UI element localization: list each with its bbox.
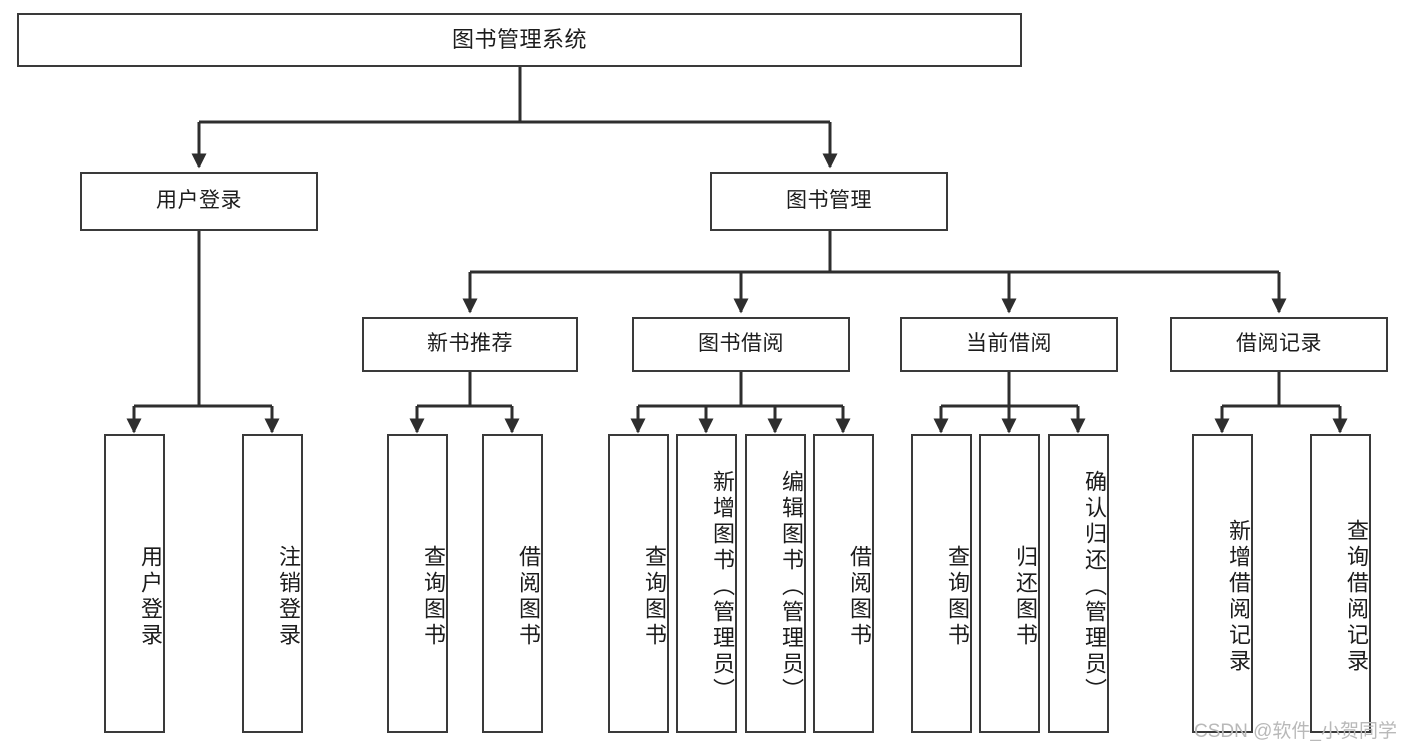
node-leaf-borrow-book-2-label: 借阅图书	[847, 544, 872, 649]
node-root-label: 图书管理系统	[451, 27, 587, 53]
node-leaf-borrow-book-2[interactable]: 借阅图书	[813, 434, 874, 733]
node-leaf-return-book[interactable]: 归还图书	[979, 434, 1040, 733]
node-user-login[interactable]: 用户登录	[80, 172, 318, 231]
node-leaf-add-record[interactable]: 新增借阅记录	[1192, 434, 1253, 733]
node-new-book-rec[interactable]: 新书推荐	[362, 317, 578, 372]
node-leaf-confirm-return-label: 确认归还（管理员）	[1082, 469, 1107, 704]
node-leaf-edit-book[interactable]: 编辑图书（管理员）	[745, 434, 806, 733]
node-borrow-record-label: 借阅记录	[1236, 332, 1322, 356]
node-leaf-query-book-3-label: 查询图书	[945, 544, 970, 649]
node-leaf-add-book-label: 新增图书（管理员）	[710, 469, 735, 704]
node-leaf-query-book-2[interactable]: 查询图书	[608, 434, 669, 733]
node-current-borrow-label: 当前借阅	[966, 332, 1052, 356]
node-leaf-logout[interactable]: 注销登录	[242, 434, 303, 733]
node-leaf-edit-book-label: 编辑图书（管理员）	[779, 469, 804, 704]
node-leaf-query-book-1[interactable]: 查询图书	[387, 434, 448, 733]
node-leaf-query-record[interactable]: 查询借阅记录	[1310, 434, 1371, 733]
node-leaf-add-record-label: 新增借阅记录	[1226, 518, 1251, 675]
node-book-borrow[interactable]: 图书借阅	[632, 317, 850, 372]
node-leaf-logout-label: 注销登录	[276, 544, 301, 649]
node-new-book-rec-label: 新书推荐	[427, 332, 513, 356]
watermark-text: CSDN @软件_小贺同学	[1194, 721, 1397, 742]
node-book-manage[interactable]: 图书管理	[710, 172, 948, 231]
node-leaf-query-book-1-label: 查询图书	[421, 544, 446, 649]
node-book-manage-label: 图书管理	[786, 189, 872, 213]
node-book-borrow-label: 图书借阅	[698, 332, 784, 356]
node-leaf-borrow-book-1-label: 借阅图书	[516, 544, 541, 649]
node-leaf-query-book-2-label: 查询图书	[642, 544, 667, 649]
node-leaf-add-book[interactable]: 新增图书（管理员）	[676, 434, 737, 733]
node-root[interactable]: 图书管理系统	[17, 13, 1022, 67]
node-current-borrow[interactable]: 当前借阅	[900, 317, 1118, 372]
node-leaf-user-login[interactable]: 用户登录	[104, 434, 165, 733]
node-leaf-query-book-3[interactable]: 查询图书	[911, 434, 972, 733]
node-leaf-query-record-label: 查询借阅记录	[1344, 518, 1369, 675]
node-leaf-confirm-return[interactable]: 确认归还（管理员）	[1048, 434, 1109, 733]
node-leaf-user-login-label: 用户登录	[138, 544, 163, 649]
node-leaf-return-book-label: 归还图书	[1013, 544, 1038, 649]
node-leaf-borrow-book-1[interactable]: 借阅图书	[482, 434, 543, 733]
node-user-login-label: 用户登录	[156, 189, 242, 213]
node-borrow-record[interactable]: 借阅记录	[1170, 317, 1388, 372]
